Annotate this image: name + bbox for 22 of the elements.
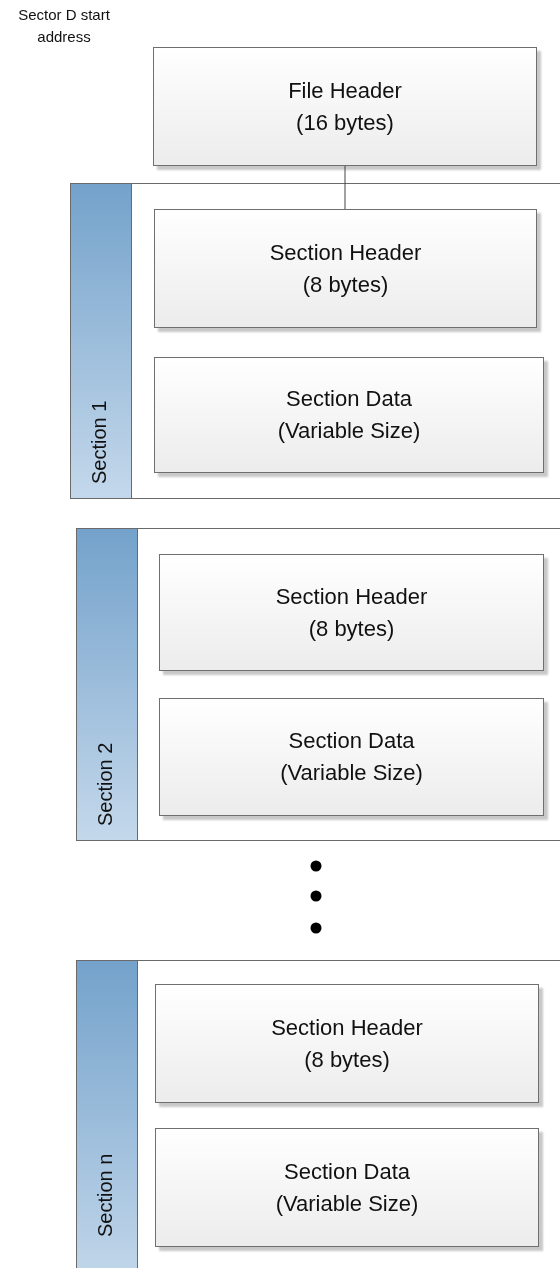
field-box xyxy=(159,554,544,671)
field-box xyxy=(155,984,539,1103)
box-label: Section Data (Variable Size) xyxy=(276,385,422,445)
box-label: Section Data (Variable Size) xyxy=(279,727,424,787)
section-title: Section 1 xyxy=(88,400,111,484)
field-box xyxy=(155,1128,539,1247)
box-label: Section Data (Variable Size) xyxy=(274,1157,420,1218)
section-title: Section n xyxy=(94,1153,117,1237)
field-box xyxy=(153,47,537,166)
section-container xyxy=(76,960,560,1268)
box-label: Section Header (8 bytes) xyxy=(274,582,429,643)
field-box xyxy=(159,698,544,816)
connector-line xyxy=(344,165,346,210)
box-label: File Header (16 bytes) xyxy=(287,76,403,137)
box-label: Section Header (8 bytes) xyxy=(270,1013,424,1074)
section-title: Section 2 xyxy=(94,742,117,826)
address-note: Sector D start address xyxy=(17,5,111,47)
field-box xyxy=(154,209,537,328)
section-container xyxy=(76,528,560,841)
section-container xyxy=(70,183,560,499)
box-label: Section Header (8 bytes) xyxy=(268,238,423,299)
field-box xyxy=(154,357,544,473)
